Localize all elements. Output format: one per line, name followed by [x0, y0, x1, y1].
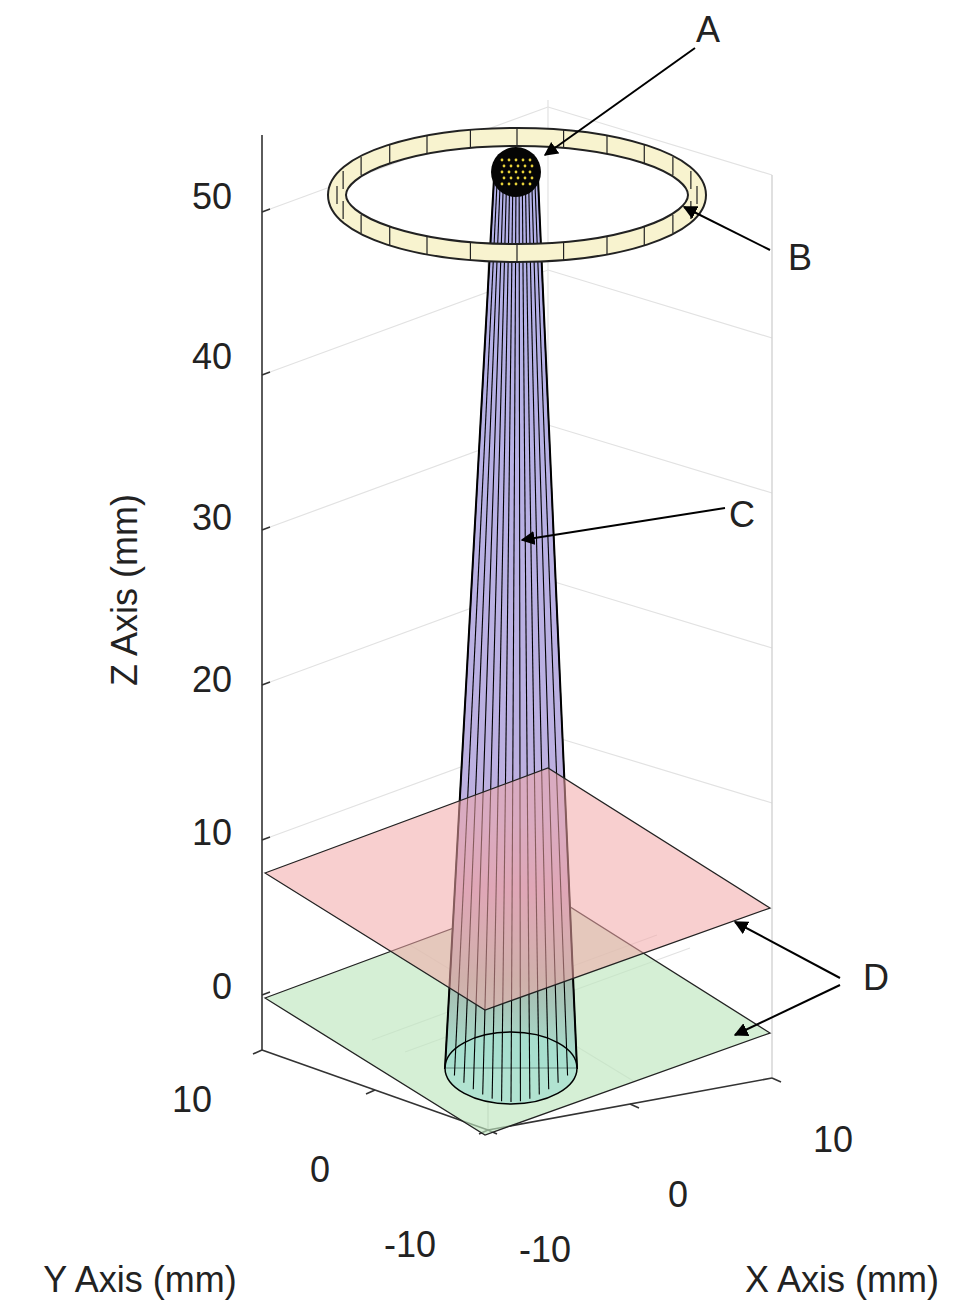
ring-front [337, 128, 697, 262]
upper-plate [265, 768, 770, 1010]
callout-letter: A [696, 12, 720, 48]
tick-label: 20 [192, 662, 232, 698]
callout-letter: C [729, 497, 755, 533]
tick-label: -10 [519, 1232, 571, 1268]
tick-label: 10 [172, 1082, 212, 1118]
sphere-source [491, 147, 541, 197]
tick-label: 30 [192, 500, 232, 536]
tick-label: 0 [310, 1152, 330, 1188]
grid [262, 100, 772, 1082]
axis-title: Z Axis (mm) [107, 494, 143, 686]
tick-label: 0 [668, 1177, 688, 1213]
callout-letter: B [788, 240, 812, 276]
tick-label: 0 [212, 969, 232, 1005]
tick-label: -10 [384, 1227, 436, 1263]
axis-title: Y Axis (mm) [43, 1262, 236, 1298]
callout-letter: D [863, 960, 889, 996]
axes [253, 135, 781, 1134]
tick-label: 40 [192, 339, 232, 375]
tick-label: 10 [813, 1122, 853, 1158]
axis-title: X Axis (mm) [745, 1262, 939, 1298]
tick-label: 10 [192, 815, 232, 851]
tick-label: 50 [192, 179, 232, 215]
leader-lines [522, 48, 840, 1035]
